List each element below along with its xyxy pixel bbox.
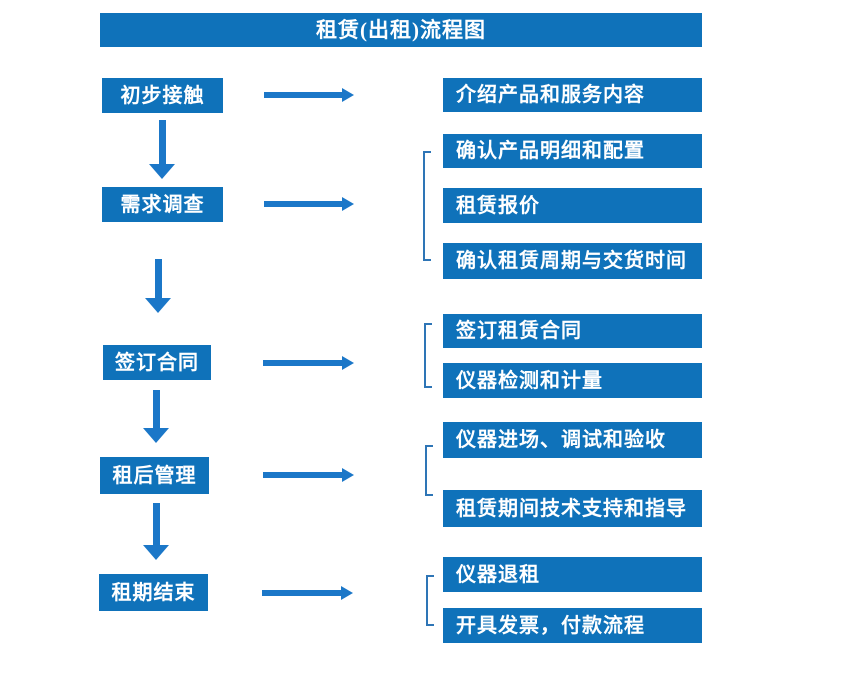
down-arrow-icon	[145, 259, 171, 313]
stage-box-initial-contact: 初步接触	[102, 78, 223, 113]
down-arrow-shaft	[158, 120, 166, 164]
detail-box: 租赁报价	[443, 188, 702, 223]
right-arrow-icon	[263, 356, 354, 370]
right-arrow-icon	[264, 88, 354, 102]
detail-box: 确认产品明细和配置	[443, 134, 702, 168]
down-arrow-head	[143, 545, 169, 560]
stage-box-rental-end: 租期结束	[99, 574, 208, 611]
right-arrow-shaft	[264, 201, 342, 207]
detail-box: 签订租赁合同	[443, 314, 702, 348]
down-arrow-head	[145, 298, 171, 313]
right-arrow-shaft	[263, 472, 342, 478]
detail-box: 开具发票，付款流程	[443, 608, 702, 643]
stage-box-demand-survey: 需求调查	[102, 187, 223, 222]
down-arrow-shaft	[152, 390, 160, 428]
down-arrow-head	[143, 428, 169, 443]
right-arrow-head	[341, 586, 353, 600]
detail-box: 介绍产品和服务内容	[443, 78, 702, 112]
right-arrow-shaft	[262, 590, 341, 596]
down-arrow-head	[149, 164, 175, 179]
down-arrow-icon	[143, 503, 169, 560]
detail-box: 确认租赁周期与交货时间	[443, 243, 702, 279]
right-arrow-shaft	[264, 92, 342, 98]
right-arrow-head	[342, 197, 354, 211]
down-arrow-shaft	[152, 503, 160, 545]
bracket-connector	[425, 445, 433, 496]
detail-box: 租赁期间技术支持和指导	[443, 490, 702, 527]
flowchart-title: 租赁(出租)流程图	[100, 13, 702, 47]
detail-box: 仪器进场、调试和验收	[443, 422, 702, 458]
right-arrow-head	[342, 88, 354, 102]
detail-box: 仪器退租	[443, 557, 702, 592]
right-arrow-icon	[263, 468, 354, 482]
stage-box-post-rental-management: 租后管理	[100, 457, 209, 494]
right-arrow-icon	[264, 197, 354, 211]
stage-box-contract-signing: 签订合同	[103, 345, 211, 380]
right-arrow-shaft	[263, 360, 342, 366]
bracket-connector	[423, 151, 431, 261]
bracket-connector	[424, 323, 432, 388]
bracket-connector	[426, 575, 434, 626]
right-arrow-icon	[262, 586, 353, 600]
down-arrow-shaft	[154, 259, 162, 298]
down-arrow-icon	[143, 390, 169, 443]
right-arrow-head	[342, 468, 354, 482]
right-arrow-head	[342, 356, 354, 370]
detail-box: 仪器检测和计量	[443, 363, 702, 398]
down-arrow-icon	[149, 120, 175, 179]
